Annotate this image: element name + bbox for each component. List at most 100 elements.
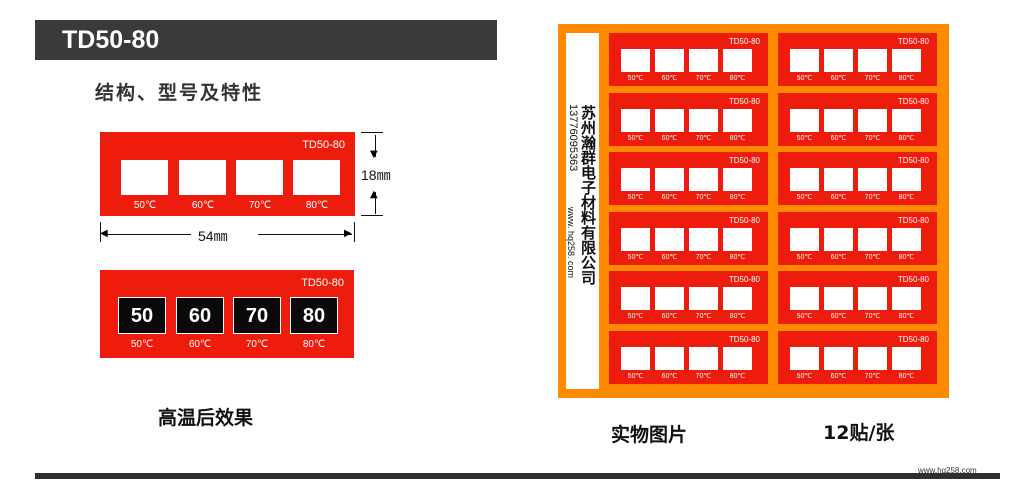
label-model: TD50-80 [728,275,760,284]
temp-label: 80℃ [302,339,326,350]
indicator-window [824,347,853,370]
temp-label: 60℃ [661,373,678,380]
indicator-window [689,109,718,132]
temp-label: 60℃ [661,75,678,82]
label-model: TD50-80 [897,156,929,165]
temp-label: 70℃ [864,194,881,201]
temp-label: 70℃ [695,373,712,380]
height-dimension: 18㎜ [361,167,391,183]
temp-label: 80℃ [305,200,329,211]
indicator-window [892,168,921,191]
temp-label: 70℃ [248,200,272,211]
indicator-window [892,228,921,251]
watermark: www.hq258.com [918,466,977,475]
dimension-arrow-line [375,192,376,214]
indicator-window [858,168,887,191]
indicator-window [790,109,819,132]
label-model: TD50-80 [728,216,760,225]
temp-label: 80℃ [898,75,915,82]
temp-label: 50℃ [627,373,644,380]
temp-label: 50℃ [627,254,644,261]
heated-indicator: 60 [176,297,224,334]
indicator-window [689,49,718,72]
temp-label: 50℃ [796,254,813,261]
temp-label: 70℃ [695,135,712,142]
indicator-window [824,49,853,72]
indicator-window [689,287,718,310]
temp-label: 70℃ [864,75,881,82]
indicator-window [621,287,650,310]
temp-label: 70℃ [695,75,712,82]
temp-label: 60℃ [830,75,847,82]
indicator-window [858,228,887,251]
indicator-window [858,287,887,310]
heated-indicator: 70 [233,297,281,334]
indicator-window [121,160,168,195]
indicator-window [824,109,853,132]
company-strip [566,33,599,389]
arrow-left-icon: ◀ [100,228,108,239]
indicator-window [689,168,718,191]
temp-label: 70℃ [864,313,881,320]
label-model: TD50-80 [728,37,760,46]
temp-label: 70℃ [864,254,881,261]
label-model: TD50-80 [302,139,345,151]
temp-label: 60℃ [830,194,847,201]
temp-label: 70℃ [864,373,881,380]
temp-label: 80℃ [898,254,915,261]
temp-label: 50℃ [133,200,157,211]
temp-label: 80℃ [729,254,746,261]
temp-label: 50℃ [796,135,813,142]
label-model: TD50-80 [728,335,760,344]
indicator-window [858,49,887,72]
temp-label: 50℃ [796,194,813,201]
label-model: TD50-80 [897,335,929,344]
temp-label: 60℃ [661,313,678,320]
indicator-window [824,228,853,251]
temp-label: 60℃ [830,135,847,142]
temperature-label-normal: TD50-80 50℃ 60℃ 70℃ 80℃ [100,132,355,216]
temp-label: 80℃ [898,194,915,201]
indicator-window [655,109,684,132]
temp-label: 60℃ [188,339,212,350]
indicator-window [824,168,853,191]
indicator-window [723,49,752,72]
indicator-window [723,347,752,370]
indicator-window [655,49,684,72]
temp-label: 70℃ [695,194,712,201]
temp-label: 70℃ [695,313,712,320]
temp-label: 60℃ [830,373,847,380]
dimension-tick [354,222,355,242]
caption-heated-effect: 高温后效果 [158,407,254,429]
temp-label: 80℃ [729,313,746,320]
indicator-window [723,109,752,132]
caption-real-photo: 实物图片 [611,424,688,446]
width-dimension: 54㎜ [198,228,228,244]
indicator-window [621,49,650,72]
company-website: www. hq258. com [566,207,576,279]
temperature-label-heated: TD50-80 50 60 70 80 50℃ 60℃ 70℃ 80℃ [100,270,354,358]
temp-label: 70℃ [245,339,269,350]
indicator-window [790,49,819,72]
dimension-arrow-line [258,234,352,235]
indicator-window [723,168,752,191]
temp-label: 60℃ [661,194,678,201]
indicator-window [655,287,684,310]
caption-labels-per-sheet: 12贴/张 [823,422,895,444]
temp-label: 60℃ [661,135,678,142]
temp-label: 60℃ [661,254,678,261]
heated-indicator: 50 [118,297,166,334]
product-model-title: TD50-80 [62,26,160,54]
temp-label: 80℃ [729,194,746,201]
indicator-window [655,228,684,251]
indicator-window [621,168,650,191]
temp-label: 50℃ [796,75,813,82]
indicator-window [621,347,650,370]
